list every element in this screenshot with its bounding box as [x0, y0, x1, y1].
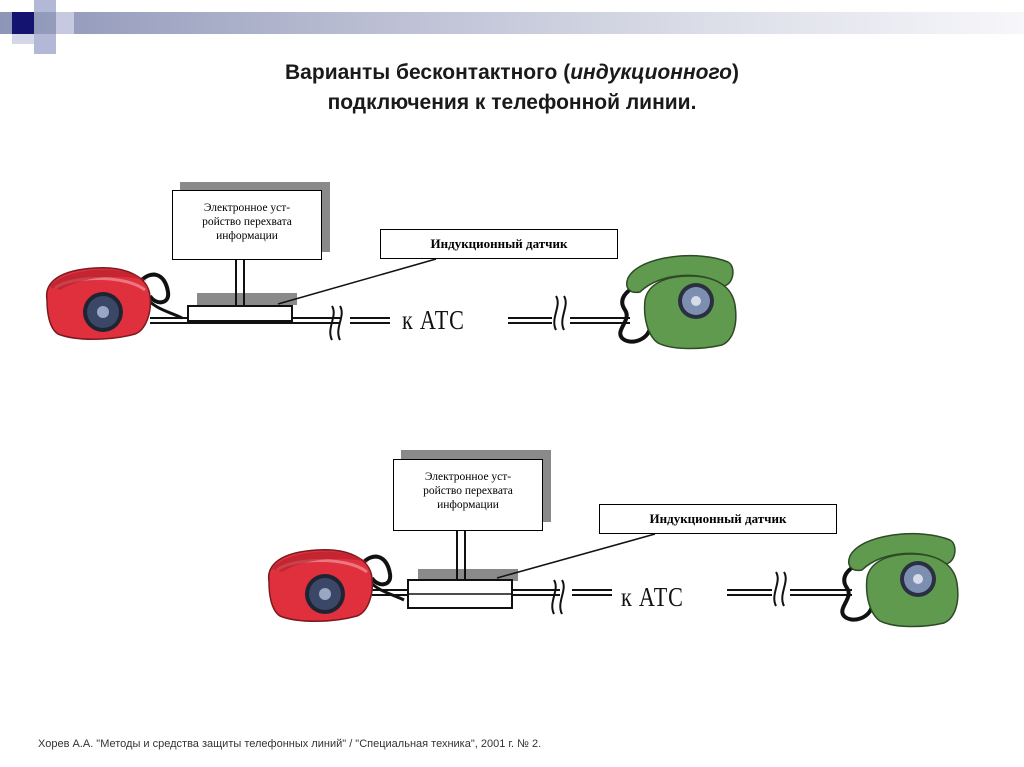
logo-square-navy	[12, 12, 34, 34]
to-exchange-label: к АТС	[621, 582, 684, 612]
interception-device-box: Электронное уст- ройство перехвата инфор…	[172, 190, 322, 260]
line-break-mark	[553, 295, 567, 331]
logo-square-lavender	[34, 0, 56, 12]
to-exchange-label: к АТС	[402, 305, 465, 335]
green-telephone	[840, 531, 960, 629]
induction-clamp	[187, 305, 293, 322]
clamp-shadow	[197, 293, 297, 305]
slide-title: Варианты бесконтактного (индукционного) …	[285, 61, 739, 114]
source-footnote: Хорев А.А. "Методы и средства защиты тел…	[38, 738, 542, 750]
logo-square-lavender	[56, 12, 74, 34]
red-telephone	[44, 265, 184, 342]
clamp-shadow	[418, 569, 518, 581]
green-telephone	[618, 253, 738, 351]
interception-device-box: Электронное уст- ройство перехвата инфор…	[393, 459, 543, 531]
induction-sensor-label: Индукционный датчик	[599, 504, 837, 534]
logo-square-lavender	[34, 34, 56, 54]
induction-sensor-label: Индукционный датчик	[380, 229, 618, 259]
line-break-mark	[773, 571, 787, 607]
header-band	[0, 12, 1024, 34]
logo-square-lavender	[12, 34, 34, 44]
line-break-mark	[551, 579, 565, 615]
red-telephone	[266, 547, 406, 624]
